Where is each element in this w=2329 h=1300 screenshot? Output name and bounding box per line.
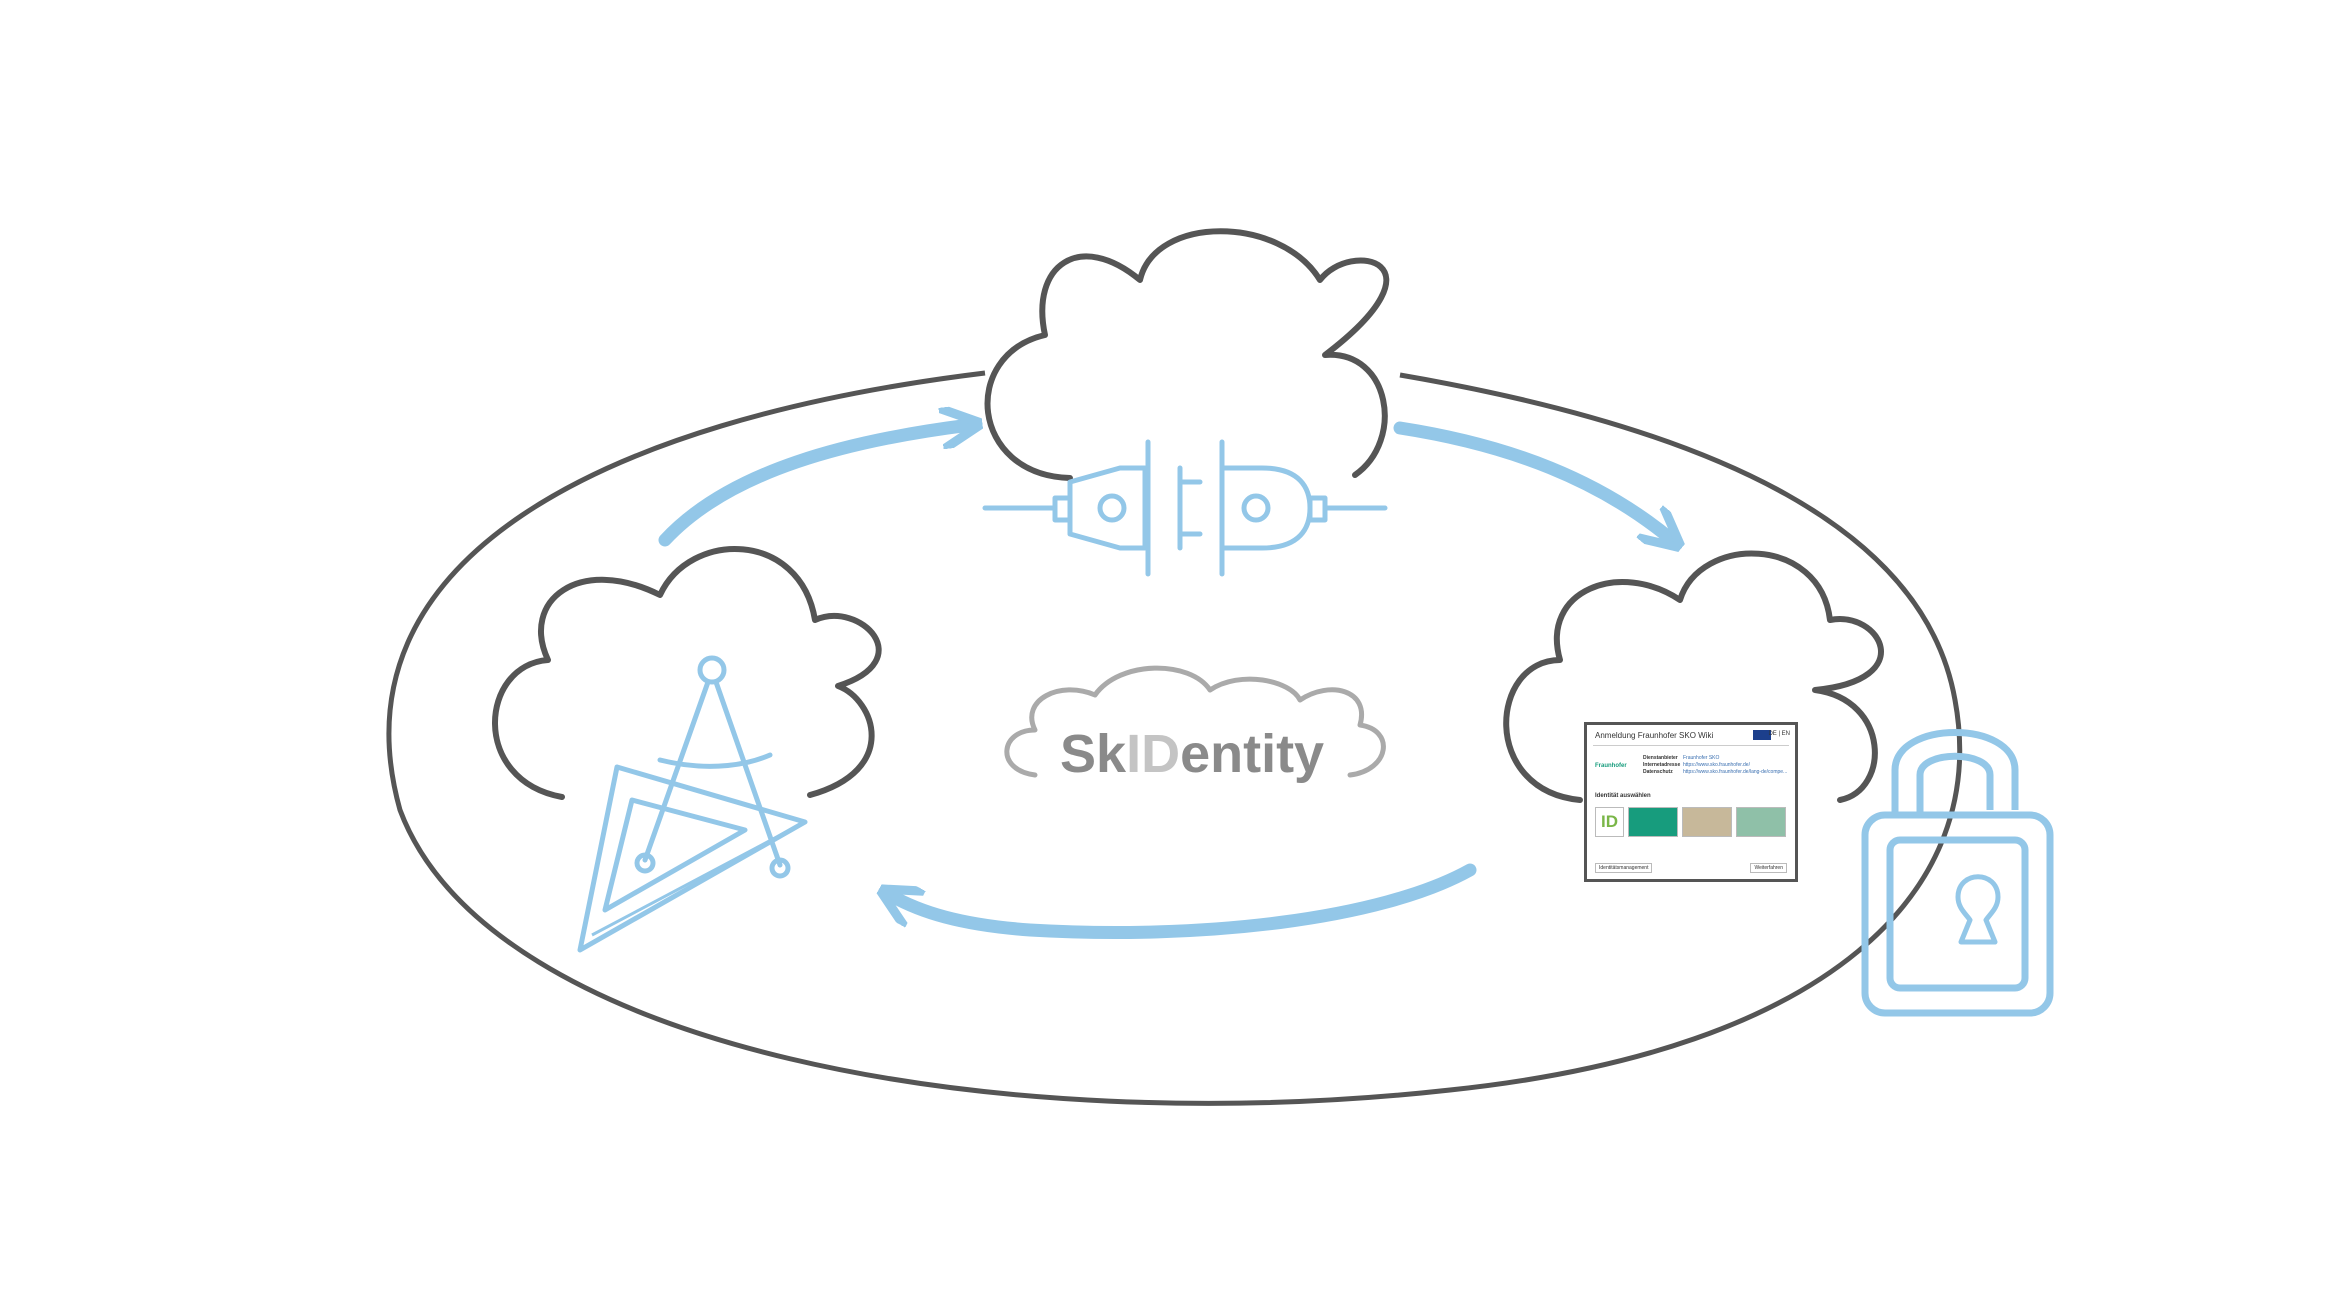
divider (1593, 745, 1789, 746)
arrow-icon (658, 425, 970, 547)
arrow-icon (890, 863, 1477, 939)
arrow-icon (1393, 421, 1672, 540)
continue-button[interactable]: Weiterfahren (1750, 863, 1787, 873)
id-tile[interactable]: ID (1595, 807, 1624, 837)
cloud-icon (1004, 665, 1386, 778)
cloud-icon (1503, 550, 1884, 803)
logo-id: ID (1126, 724, 1180, 784)
org-logo: Fraunhofer (1595, 763, 1627, 769)
logo-entity: entity (1180, 724, 1324, 784)
cloud-icon (984, 228, 1390, 481)
id-card-tile[interactable] (1682, 807, 1732, 837)
outer-cycle-left-arc (386, 370, 1963, 1106)
drafting-compass-icon (634, 655, 791, 879)
login-title: Anmeldung Fraunhofer SKO Wiki (1595, 731, 1714, 740)
login-screen-thumbnail: Anmeldung Fraunhofer SKO Wiki DE | EN Fr… (1584, 722, 1798, 882)
flag-icon (1753, 730, 1771, 740)
fraunhofer-card-tile[interactable] (1628, 807, 1678, 837)
plug-connector-icon (982, 439, 1388, 577)
logo-sk: Sk (1060, 724, 1127, 784)
identity-tiles: ID (1595, 807, 1786, 837)
select-identity-label: Identität auswählen (1595, 793, 1651, 799)
identity-management-button[interactable]: Identitätsmanagement (1595, 863, 1653, 873)
set-square-icon (577, 764, 808, 953)
padlock-icon (1861, 729, 2054, 1017)
ecard-tile[interactable] (1736, 807, 1786, 837)
cloud-icon (492, 546, 882, 800)
skidentity-logo: SkIDentity (1004, 665, 1386, 784)
svg-text:SkIDentity: SkIDentity (1060, 724, 1324, 784)
language-switch[interactable]: DE | EN (1768, 731, 1790, 737)
